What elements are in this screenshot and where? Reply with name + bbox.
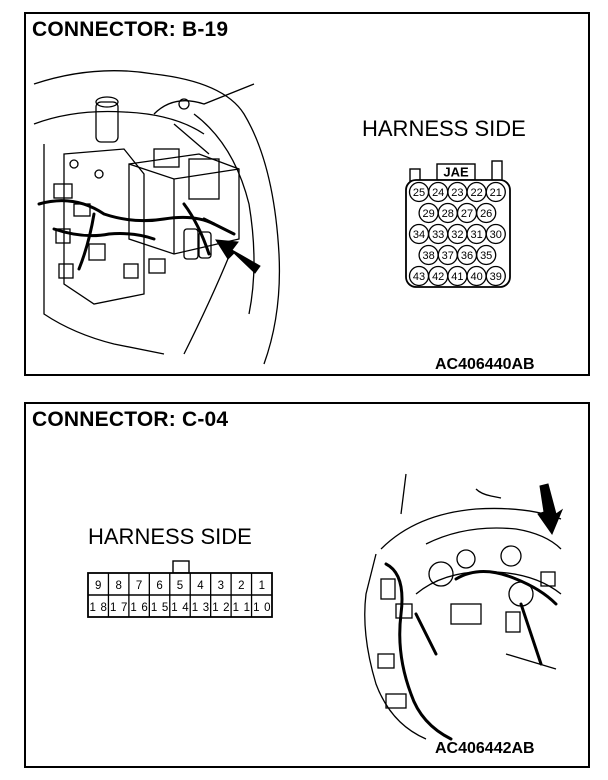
pin-number: 25: [413, 187, 425, 199]
pin-number: 7: [136, 580, 142, 592]
pin-number: 24: [432, 187, 444, 199]
pin-number: 36: [461, 250, 473, 262]
connector-title: CONNECTOR: B-19: [32, 18, 229, 41]
pin-number: 4: [197, 580, 204, 592]
locator-arrow-icon: [537, 483, 564, 536]
locator-arrow-icon: [215, 239, 261, 274]
pin-circle: [476, 244, 497, 266]
pin-number: 5: [177, 580, 183, 592]
pin-number: 3: [218, 580, 224, 592]
pin-number: 23: [451, 187, 463, 199]
pin-number: 32: [451, 229, 463, 241]
pin-number: 43: [413, 271, 425, 283]
pin-number: 6: [156, 580, 162, 592]
pin-number: 41: [451, 271, 463, 283]
pin-number: 34: [413, 229, 425, 241]
pin-number: 29: [422, 208, 434, 220]
connector-face-b19: JAE 25 24 23 22 21 29 28 27 26 34 33 32 31 30 38 37 36 35…: [405, 160, 511, 288]
pin-number: 31: [470, 229, 482, 241]
pin-number: 37: [442, 250, 454, 262]
pin-number: 38: [422, 250, 434, 262]
figure-code: AC406442AB: [435, 740, 535, 757]
pin-circle: [485, 223, 506, 245]
pin-number: 33: [432, 229, 444, 241]
pin-circle: [485, 181, 506, 203]
harness-side-label: HARNESS SIDE: [362, 116, 526, 141]
connector-type-label: JAE: [443, 165, 469, 180]
pin-circle: [476, 202, 497, 224]
pin-number: 8: [115, 580, 121, 592]
figure-code: AC406440AB: [435, 356, 535, 373]
pin-number: 21: [490, 187, 502, 199]
dashboard-illustration: [364, 473, 564, 741]
pin-number: 9: [95, 580, 101, 592]
pin-number: 42: [432, 271, 444, 283]
pin-number: 28: [442, 208, 454, 220]
pin-number: 22: [470, 187, 482, 199]
pin-number: 1: [259, 580, 265, 592]
harness-side-label: HARNESS SIDE: [88, 524, 252, 549]
connector-panel-b19: CONNECTOR: B-19: [24, 12, 590, 376]
pin-number: 26: [480, 208, 492, 220]
pin-number: 40: [470, 271, 482, 283]
engine-compartment-illustration: [33, 70, 281, 365]
pin-number: 39: [490, 271, 502, 283]
pin-number: 35: [480, 250, 492, 262]
pin-circle: [485, 265, 506, 287]
connector-title: CONNECTOR: C-04: [32, 408, 229, 431]
pin-number: 2: [238, 580, 244, 592]
pin-number: 27: [461, 208, 473, 220]
pin-number: 30: [490, 229, 502, 241]
